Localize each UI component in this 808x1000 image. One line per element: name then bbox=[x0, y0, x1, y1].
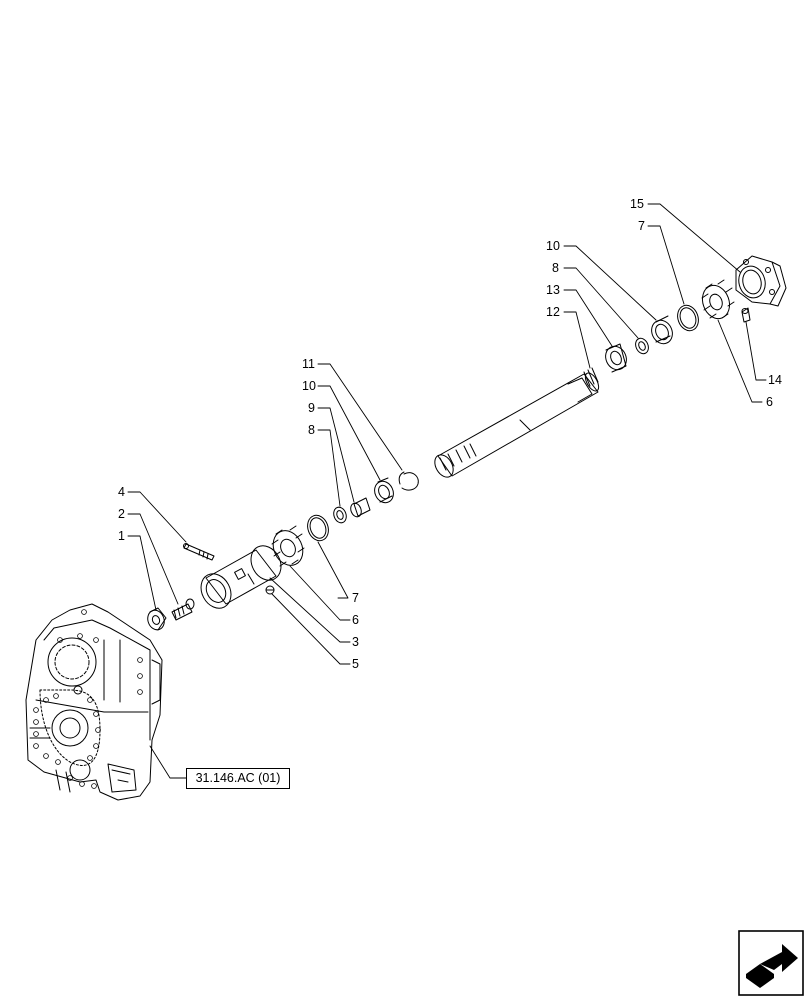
callout-8-right: 8 bbox=[552, 261, 559, 275]
callout-6-right: 6 bbox=[766, 395, 773, 409]
part-6-gear-right bbox=[701, 279, 735, 320]
part-6-gear-left bbox=[271, 525, 305, 567]
part-8-ring-right bbox=[635, 337, 649, 355]
callout-8-left: 8 bbox=[308, 423, 315, 437]
part-2-bolt bbox=[171, 598, 195, 621]
transmission-housing bbox=[25, 603, 163, 801]
callout-15: 15 bbox=[630, 197, 644, 211]
callout-1: 1 bbox=[118, 529, 125, 543]
callout-2: 2 bbox=[118, 507, 125, 521]
callout-9: 9 bbox=[308, 401, 315, 415]
callout-13: 13 bbox=[546, 283, 560, 297]
part-12-shaft bbox=[434, 367, 600, 478]
callout-11: 11 bbox=[302, 357, 315, 371]
part-7-oring-left bbox=[307, 514, 329, 542]
callout-3: 3 bbox=[352, 635, 359, 649]
callout-12: 12 bbox=[546, 305, 560, 319]
part-7-oring-right bbox=[677, 304, 699, 332]
callout-6-left: 6 bbox=[352, 613, 359, 627]
part-1-washer bbox=[147, 607, 167, 631]
part-10-bearing-left bbox=[374, 477, 394, 504]
callout-5: 5 bbox=[352, 657, 359, 671]
callout-labels: 1 2 4 11 10 9 8 7 6 3 5 12 13 8 10 7 15 … bbox=[118, 197, 782, 671]
callout-7-right: 7 bbox=[638, 219, 645, 233]
part-3-sleeve bbox=[200, 545, 282, 609]
callout-4: 4 bbox=[118, 485, 125, 499]
part-14-screw bbox=[741, 307, 751, 323]
part-8-ring bbox=[333, 506, 347, 524]
part-11-snap-ring bbox=[398, 471, 419, 491]
callout-10-right: 10 bbox=[546, 239, 560, 253]
callout-10-left: 10 bbox=[302, 379, 316, 393]
leader-lines bbox=[127, 203, 767, 779]
callout-14: 14 bbox=[768, 373, 782, 387]
part-10-bearing-right bbox=[651, 315, 673, 345]
part-5-nut bbox=[265, 585, 275, 595]
callout-7-left: 7 bbox=[352, 591, 359, 605]
housing-bolt-pattern bbox=[33, 609, 143, 789]
part-4-pin bbox=[183, 543, 215, 561]
part-9-bushing bbox=[350, 497, 371, 518]
part-13-seal bbox=[605, 343, 627, 373]
reference-link-box[interactable]: 31.146.AC (01) bbox=[186, 768, 290, 789]
next-page-arrow-icon[interactable] bbox=[738, 930, 804, 996]
part-15-flange bbox=[735, 255, 787, 307]
